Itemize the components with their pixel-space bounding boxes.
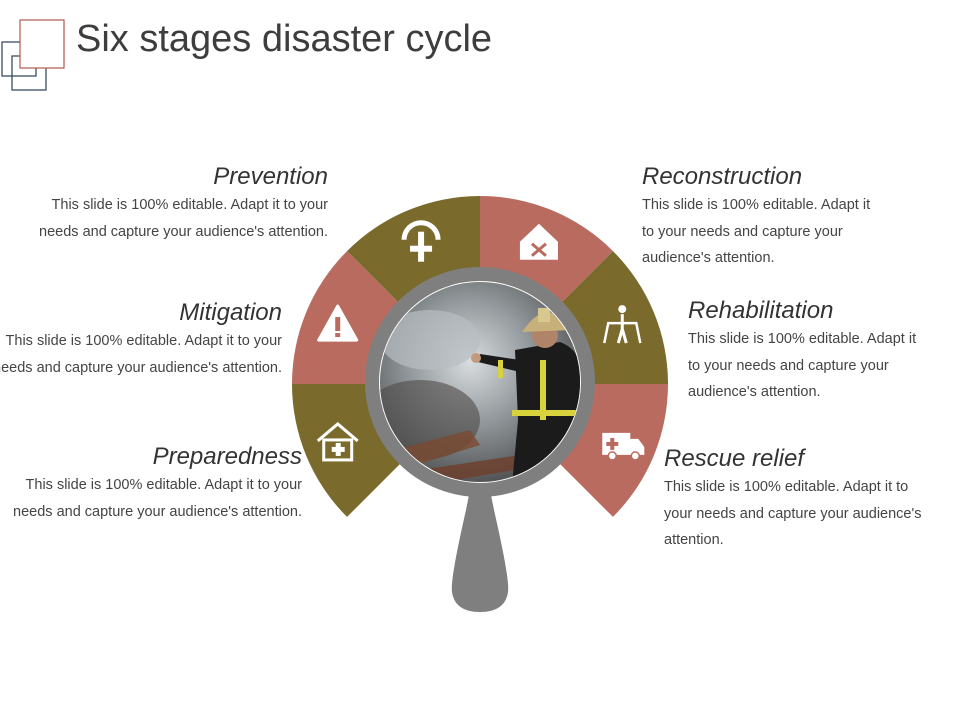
magnifier-handle <box>451 490 509 612</box>
walker-icon <box>603 305 642 344</box>
stage-description: This slide is 100% editable. Adapt it to… <box>13 477 302 520</box>
house-tools-icon <box>519 223 558 260</box>
stage-description: This slide is 100% editable. Adapt it to… <box>0 333 282 376</box>
stage-description: This slide is 100% editable. Adapt it to… <box>642 197 871 266</box>
stage-rescue-relief: Rescue relief This slide is 100% editabl… <box>664 446 954 554</box>
stage-mitigation: Mitigation This slide is 100% editable. … <box>0 300 282 381</box>
stage-title: Rescue relief <box>664 445 805 472</box>
stage-title: Preparedness <box>152 443 302 470</box>
slide-logo <box>1 19 65 91</box>
ambulance-icon <box>602 432 645 461</box>
firefighter-photo <box>380 282 580 482</box>
stage-title: Reconstruction <box>642 163 803 190</box>
page-title: Six stages disaster cycle <box>76 18 493 60</box>
stage-description: This slide is 100% editable. Adapt it to… <box>688 331 917 400</box>
stage-preparedness: Preparedness This slide is 100% editable… <box>12 444 302 525</box>
stage-description: This slide is 100% editable. Adapt it to… <box>664 479 922 548</box>
stage-rehabilitation: Rehabilitation This slide is 100% editab… <box>688 298 960 406</box>
stage-title: Mitigation <box>179 299 282 326</box>
house-medical-icon <box>316 421 359 462</box>
stage-prevention: Prevention This slide is 100% editable. … <box>38 164 328 245</box>
stage-reconstruction: Reconstruction This slide is 100% editab… <box>642 164 932 272</box>
warning-icon <box>317 304 359 342</box>
stage-description: This slide is 100% editable. Adapt it to… <box>39 197 328 240</box>
stage-title: Rehabilitation <box>688 297 834 324</box>
magnifier-ring <box>365 267 595 497</box>
umbrella-plus-icon <box>401 220 441 262</box>
stage-title: Prevention <box>213 163 328 190</box>
